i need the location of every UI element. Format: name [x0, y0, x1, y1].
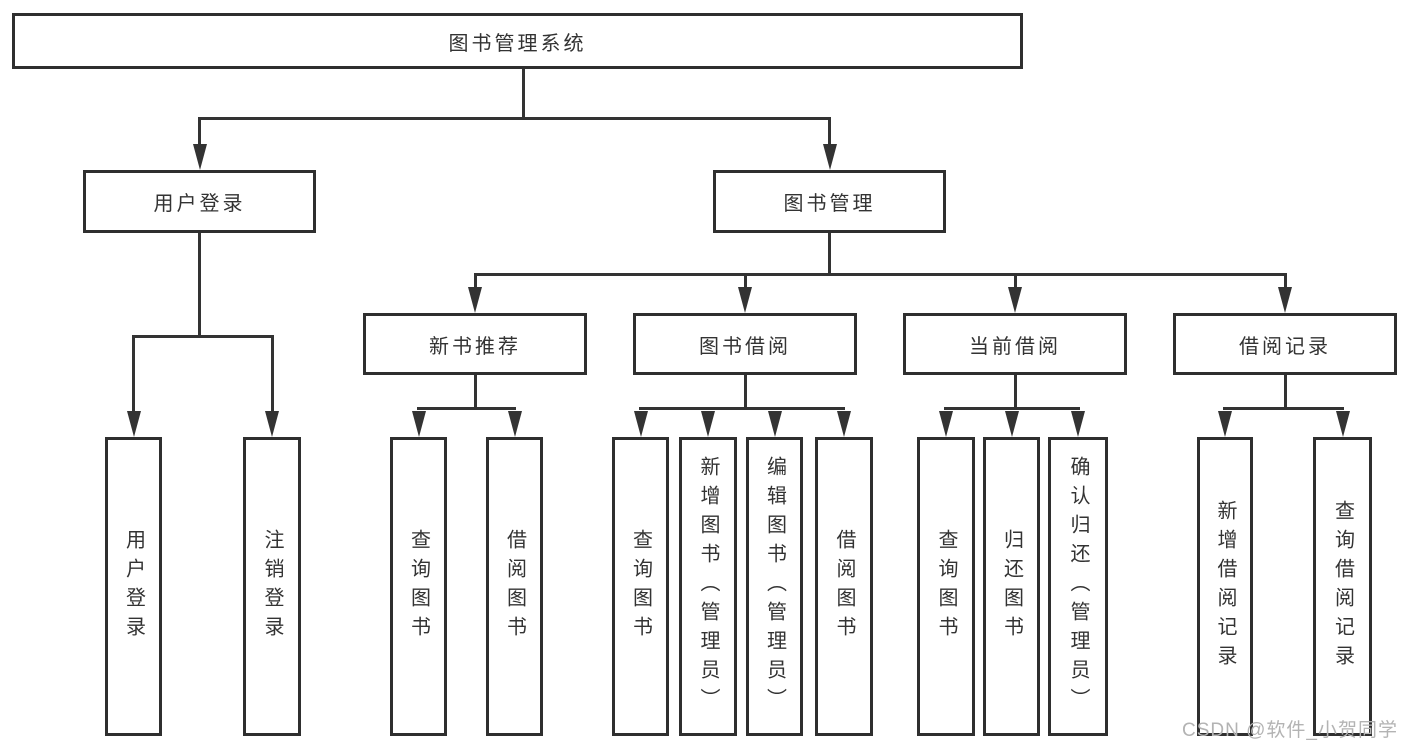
- connector-line: [1283, 273, 1287, 289]
- leaf-label: 查询图书: [935, 528, 957, 645]
- leaf-label: 新增借阅记录: [1214, 499, 1236, 674]
- leaf-edit-book-admin: 编辑图书（管理员）: [746, 437, 803, 736]
- arrow-down-icon: [836, 411, 851, 437]
- leaf-add-borrow-record: 新增借阅记录: [1197, 437, 1253, 736]
- arrow-down-icon: [938, 411, 953, 437]
- connector-line: [270, 335, 274, 412]
- connector-line: [522, 69, 525, 118]
- connector-line: [473, 375, 477, 409]
- leaf-label: 查询图书: [407, 528, 430, 645]
- leaf-query-borrow-record: 查询借阅记录: [1313, 437, 1372, 736]
- arrow-down-icon: [126, 411, 141, 437]
- connector-line: [1223, 407, 1344, 410]
- leaf-query-books-current: 查询图书: [917, 437, 975, 736]
- arrow-down-icon: [1008, 287, 1022, 313]
- leaf-query-books-borrowing: 查询图书: [612, 437, 669, 736]
- connector-line: [1283, 375, 1287, 409]
- arrow-down-icon: [411, 411, 426, 437]
- arrow-down-icon: [265, 411, 279, 437]
- arrow-down-icon: [700, 411, 715, 437]
- leaf-label: 新增图书（管理员）: [697, 456, 719, 717]
- connector-line: [198, 233, 201, 335]
- connector-line: [198, 117, 831, 120]
- leaf-logout: 注销登录: [243, 437, 301, 736]
- connector-line: [1013, 273, 1017, 289]
- node-current-borrowing: 当前借阅: [903, 313, 1127, 375]
- leaf-borrow-books-borrowing: 借阅图书: [815, 437, 873, 736]
- arrow-down-icon: [468, 287, 482, 313]
- connector-line: [639, 407, 845, 410]
- arrow-down-icon: [507, 411, 522, 437]
- leaf-label: 注销登录: [261, 528, 283, 645]
- leaf-confirm-return-admin: 确认归还（管理员）: [1048, 437, 1108, 736]
- leaf-user-login: 用户登录: [105, 437, 162, 736]
- leaf-query-books-recommend: 查询图书: [390, 437, 447, 736]
- leaf-return-book: 归还图书: [983, 437, 1040, 736]
- leaf-borrow-books-recommend: 借阅图书: [486, 437, 543, 736]
- connector-line: [743, 375, 747, 409]
- arrow-down-icon: [1004, 411, 1019, 437]
- connector-line: [473, 273, 1286, 276]
- arrow-down-icon: [1278, 287, 1292, 313]
- connector-line: [944, 407, 1080, 410]
- connector-line: [743, 273, 747, 289]
- connector-line: [198, 117, 201, 146]
- node-user-login: 用户登录: [83, 170, 316, 233]
- csdn-watermark: CSDN @软件_小贺同学: [1182, 720, 1398, 741]
- leaf-label: 查询图书: [629, 528, 652, 645]
- connector-line: [132, 335, 274, 338]
- node-new-book-recommend: 新书推荐: [363, 313, 587, 375]
- connector-line: [1013, 375, 1017, 409]
- arrow-down-icon: [1218, 411, 1232, 437]
- arrow-down-icon: [192, 144, 207, 170]
- connector-line: [828, 233, 831, 276]
- connector-line: [417, 407, 516, 410]
- leaf-label: 编辑图书（管理员）: [763, 456, 786, 717]
- leaf-label: 用户登录: [122, 528, 145, 645]
- node-book-borrowing: 图书借阅: [633, 313, 857, 375]
- arrow-down-icon: [1071, 411, 1085, 437]
- arrow-down-icon: [822, 144, 837, 170]
- leaf-label: 借阅图书: [833, 528, 855, 645]
- arrow-down-icon: [738, 287, 752, 313]
- connector-line: [132, 335, 135, 412]
- leaf-label: 确认归还（管理员）: [1067, 456, 1089, 717]
- leaf-add-book-admin: 新增图书（管理员）: [679, 437, 737, 736]
- arrow-down-icon: [633, 411, 648, 437]
- node-root: 图书管理系统: [12, 13, 1023, 69]
- leaf-label: 借阅图书: [503, 528, 526, 645]
- leaf-label: 归还图书: [1000, 528, 1023, 645]
- node-book-management: 图书管理: [713, 170, 946, 233]
- connector-line: [473, 273, 477, 289]
- leaf-label: 查询借阅记录: [1331, 499, 1354, 674]
- arrow-down-icon: [1335, 411, 1350, 437]
- arrow-down-icon: [767, 411, 782, 437]
- connector-line: [828, 117, 831, 146]
- node-borrowing-records: 借阅记录: [1173, 313, 1397, 375]
